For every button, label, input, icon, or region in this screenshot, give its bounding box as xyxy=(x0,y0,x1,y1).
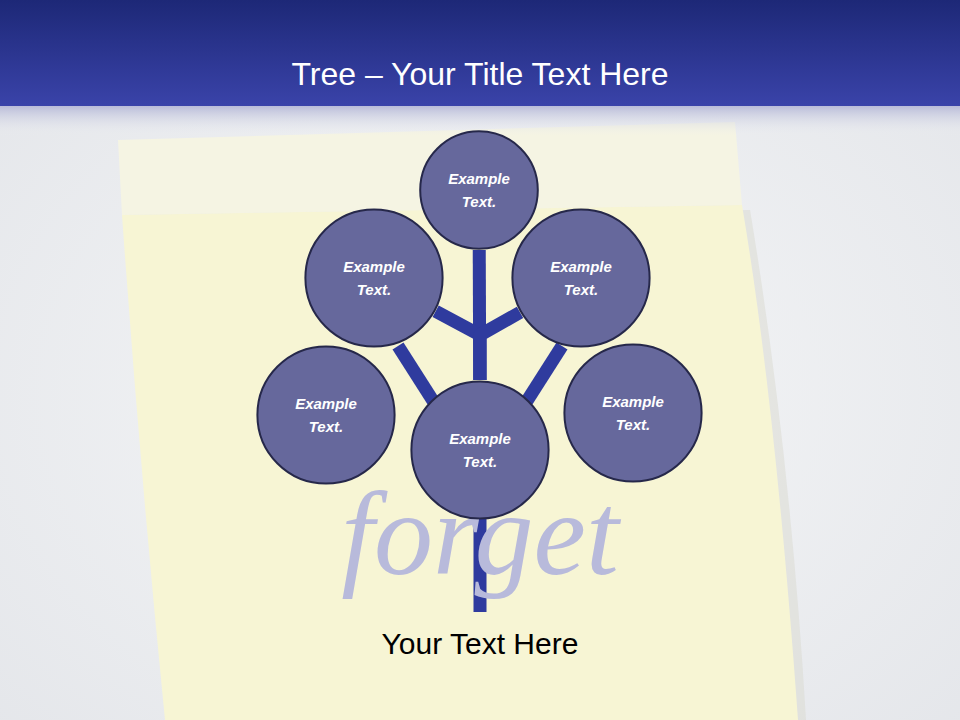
node-text: Example Text. xyxy=(284,392,368,438)
tree-branch xyxy=(480,312,520,380)
tree-circle: Example Text. xyxy=(563,343,703,483)
circle-outline xyxy=(511,208,651,348)
body-text: Your Text Here xyxy=(0,624,960,664)
node-text: Example Text. xyxy=(332,255,416,301)
circle-outline xyxy=(419,130,539,250)
tree-circle: Example Text. xyxy=(511,208,651,348)
slide-title: Tree – Your Title Text Here xyxy=(0,50,960,98)
tree-circle: Example Text. xyxy=(419,130,539,250)
circle-outline xyxy=(410,380,550,520)
node-text: Example Text. xyxy=(437,167,521,213)
circle-outline xyxy=(256,345,396,485)
circle-outline xyxy=(304,208,444,348)
node-text: Example Text. xyxy=(438,427,522,473)
tree-branch xyxy=(436,311,480,380)
node-text: Example Text. xyxy=(539,255,623,301)
circle-outline xyxy=(563,343,703,483)
tree-circle: Example Text. xyxy=(410,380,550,520)
tree-circle: Example Text. xyxy=(256,345,396,485)
tree-circle: Example Text. xyxy=(304,208,444,348)
node-text: Example Text. xyxy=(591,390,675,436)
